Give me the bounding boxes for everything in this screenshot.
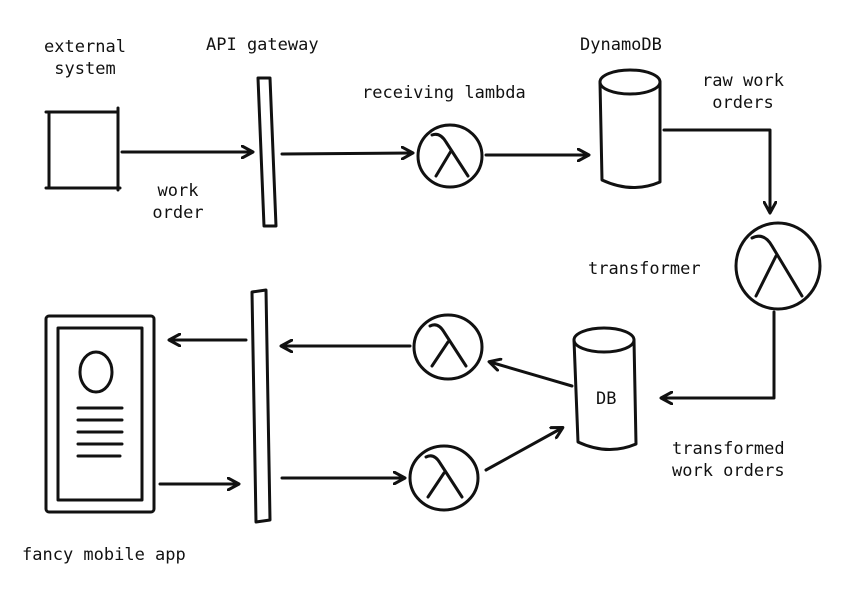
external-system-label: external system [30,36,140,80]
transformer-label: transformer [588,259,701,279]
write-lambda-icon [408,444,480,512]
mobile-app-phone-icon [44,314,156,514]
external-system-label-line2: system [54,59,116,79]
raw-work-orders-label: raw work orders [688,70,798,114]
external-system-box [44,106,122,192]
db-cylinder-icon [572,326,638,451]
read-lambda-icon [412,313,484,381]
work-order-label-line2: order [152,203,204,223]
api-gateway-label: API gateway [206,35,319,55]
dynamodb-label: DynamoDB [580,35,662,55]
db-label: DB [596,389,617,409]
api-gateway-bottom [250,288,272,524]
external-system-label-line1: external [44,37,126,57]
arrow-dynamodb-to-transformer [662,128,770,212]
transformer-lambda-icon [734,221,822,311]
receiving-lambda-label: receiving lambda [362,83,526,103]
arrow-db-to-read-lambda [490,362,574,388]
mobile-app-label: fancy mobile app [22,545,186,565]
raw-work-orders-label-line2: orders [712,93,774,113]
work-order-label: work order [140,180,216,224]
arrow-gateway-to-lambda [280,153,412,154]
dynamodb-cylinder-icon [598,68,662,189]
arrow-write-lambda-to-db [484,428,562,472]
transformed-work-orders-label-line1: transformed [672,439,785,459]
transformed-work-orders-label: transformed work orders [672,438,785,482]
transformed-work-orders-label-line2: work orders [672,461,785,481]
arrow-transformer-to-db [662,310,776,398]
raw-work-orders-label-line1: raw work [702,71,784,91]
work-order-label-line1: work [157,181,199,201]
receiving-lambda-icon [416,123,484,189]
api-gateway-top [256,76,278,228]
